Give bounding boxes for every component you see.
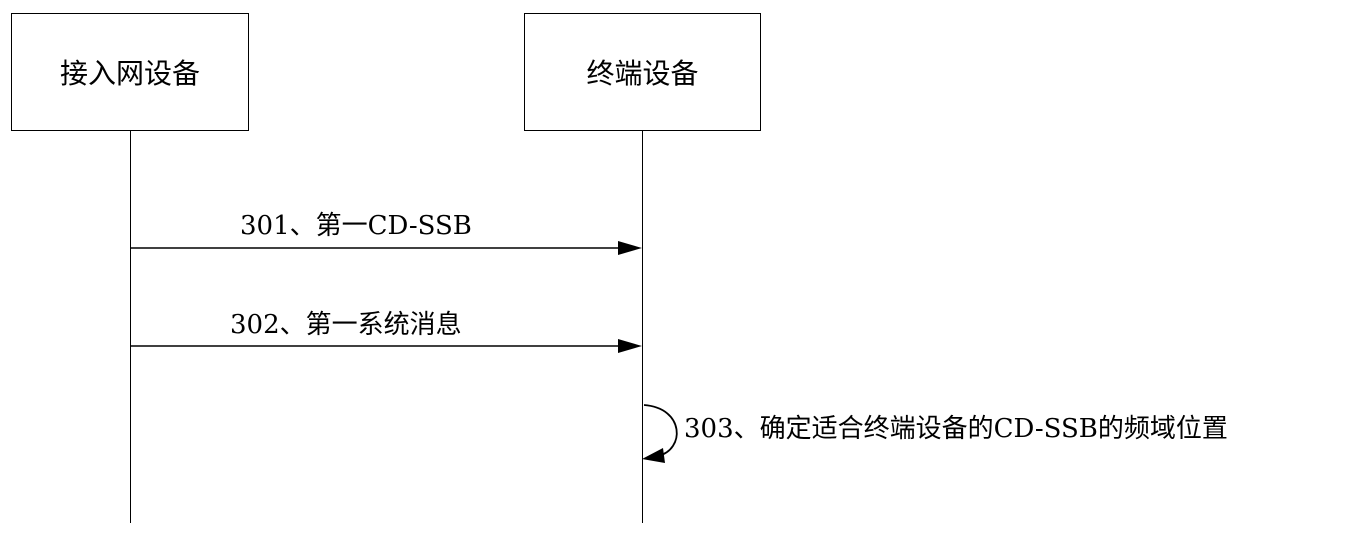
message-303-arrowhead xyxy=(642,448,665,463)
actor-access-network-device-label: 接入网设备 xyxy=(59,57,200,90)
message-303-self-loop xyxy=(643,404,678,457)
message-302-arrowhead xyxy=(618,339,642,353)
message-302-label: 302、第一系统消息 xyxy=(230,310,462,340)
actor-terminal-device: 终端设备 xyxy=(524,13,761,131)
actor-terminal-device-label: 终端设备 xyxy=(586,57,699,90)
message-303-label: 303、确定适合终端设备的CD-SSB的频域位置 xyxy=(684,414,1228,444)
message-301-arrowhead xyxy=(618,241,642,255)
message-301-label: 301、第一CD-SSB xyxy=(240,211,472,241)
lifeline-access-network-device xyxy=(130,131,131,523)
actor-access-network-device: 接入网设备 xyxy=(11,13,249,131)
lifeline-terminal-device xyxy=(642,131,643,523)
